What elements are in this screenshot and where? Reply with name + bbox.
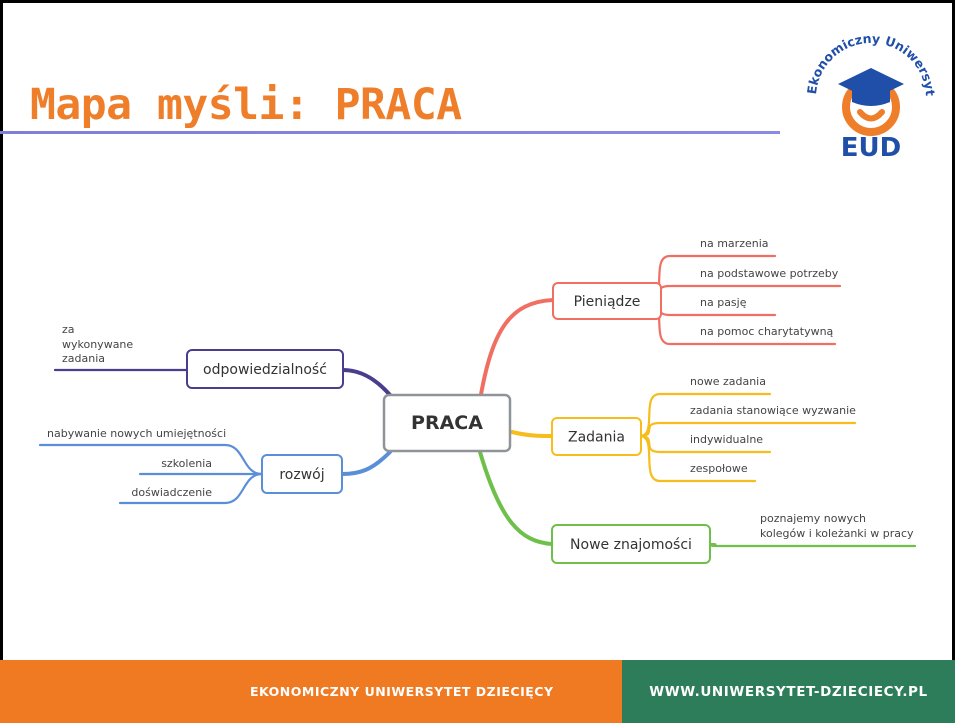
footer-website-link[interactable]: WWW.UNIWERSYTET-DZIECIECY.PL xyxy=(622,660,955,723)
leaf-label: doświadczenie xyxy=(131,486,212,499)
slide-border-top xyxy=(0,0,955,3)
slide-border-right xyxy=(952,0,955,660)
leaf-label: zadania xyxy=(62,352,105,365)
logo-letters: EUD xyxy=(841,133,901,162)
leaf-label: indywidualne xyxy=(690,433,763,446)
branch-node-label: rozwój xyxy=(279,467,324,483)
connector-4 xyxy=(340,450,392,476)
branch-node-label: Pieniądze xyxy=(574,294,641,310)
leaf-line-4-2 xyxy=(118,472,264,505)
leaf-line-1-0 xyxy=(638,392,772,438)
leaf-label: zadania stanowiące wyzwanie xyxy=(690,404,856,417)
leaf-line-4-0 xyxy=(38,443,264,476)
center-node-box xyxy=(382,393,512,453)
branch-node-label: Zadania xyxy=(568,430,625,446)
slide-title: Mapa myśli: PRACA xyxy=(30,80,462,130)
leaf-line-2-1 xyxy=(707,542,917,548)
leaf-label: poznajemy nowych xyxy=(760,512,866,525)
leaf-label: na pasję xyxy=(700,296,747,309)
connector-0 xyxy=(478,298,555,402)
connector-3 xyxy=(341,368,392,397)
branch-node-box xyxy=(261,454,343,494)
branch-node-box xyxy=(551,417,642,456)
branch-node-label: odpowiedzialność xyxy=(203,362,327,378)
eud-logo: Ekonomiczny Uniwersytet Dziecięcy EUD xyxy=(800,10,938,162)
logo-smile xyxy=(857,109,885,122)
leaf-label: na pomoc charytatywną xyxy=(700,325,834,338)
branch-node-box xyxy=(551,524,711,564)
leaf-label: zespołowe xyxy=(690,462,748,475)
footer-organization: EKONOMICZNY UNIWERSYTET DZIECIĘCY xyxy=(0,660,622,723)
connector-2 xyxy=(478,450,554,546)
leaf-label: kolegów i koleżanki w pracy xyxy=(760,527,914,540)
connector-1 xyxy=(510,430,554,438)
slide-border-left xyxy=(0,0,3,660)
mind-map: na marzenia na podstawowe potrzeby na pasj… xyxy=(38,237,917,564)
title-underline xyxy=(0,131,780,134)
leaf-label: nabywanie nowych umiejętności xyxy=(47,427,226,440)
leaf-line-1-3 xyxy=(638,434,757,483)
leaf-label: na podstawowe potrzeby xyxy=(700,267,839,280)
footer: EKONOMICZNY UNIWERSYTET DZIECIĘCY WWW.UN… xyxy=(0,660,955,723)
leaf-label: na marzenia xyxy=(700,237,769,250)
leaf-label: wykonywane xyxy=(62,338,133,351)
center-node-label: PRACA xyxy=(411,412,483,434)
branch-node-label: Nowe znajomości xyxy=(570,537,692,553)
branch-node-box xyxy=(186,349,344,389)
graduation-cap-base xyxy=(852,90,890,106)
branch-node-box xyxy=(552,282,662,320)
leaf-label: szkolenia xyxy=(161,457,212,470)
leaf-label: za xyxy=(62,323,75,336)
leaf-label: nowe zadania xyxy=(690,375,766,388)
